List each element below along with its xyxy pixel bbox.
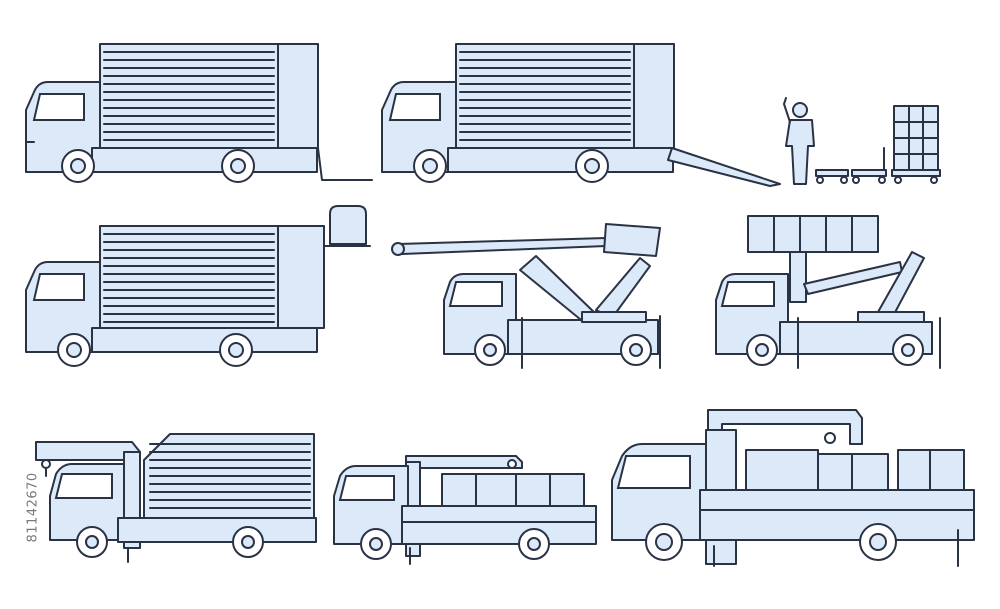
large-crane-flatbed-truck-icon <box>611 409 975 567</box>
aerial-platform-truck-icon <box>715 215 941 369</box>
small-crane-flatbed-truck-icon <box>333 455 597 565</box>
crane-box-truck-icon <box>35 433 317 563</box>
box-truck-liftgate-icon <box>25 43 373 183</box>
box-truck-raised-liftgate-icon <box>25 205 371 367</box>
worker-with-carts-icon <box>783 97 941 185</box>
conveyor-belt-truck-icon <box>391 223 661 369</box>
box-truck-ramp-icon <box>381 43 781 187</box>
stock-id-label: 81142670 <box>25 472 41 543</box>
